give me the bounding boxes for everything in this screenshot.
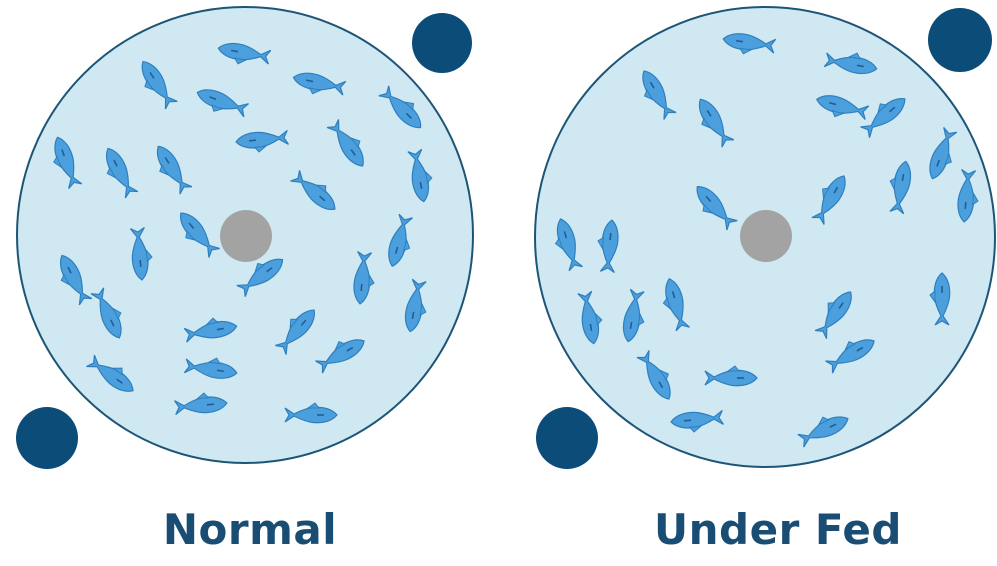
panel-label-underfed: Under Fed — [628, 505, 928, 554]
underfed-tank — [535, 7, 995, 469]
nozzle-bottom-left — [16, 407, 78, 469]
center-drain — [220, 210, 272, 262]
center-drain — [740, 210, 792, 262]
panel-label-normal: Normal — [120, 505, 380, 554]
nozzle-top-right — [928, 8, 992, 72]
nozzle-top-right — [412, 13, 472, 73]
normal-tank — [16, 7, 473, 469]
nozzle-bottom-left — [536, 407, 598, 469]
